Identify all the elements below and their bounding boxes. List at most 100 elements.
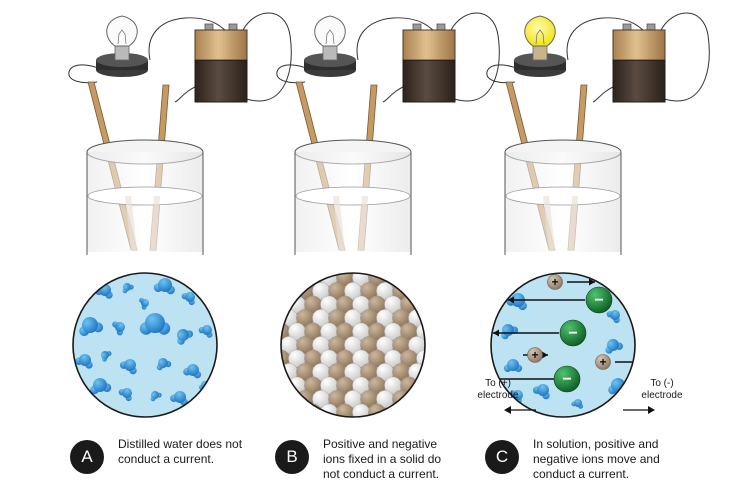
cation-sphere xyxy=(281,403,290,417)
oxygen-atom xyxy=(574,399,582,407)
anion-sphere xyxy=(384,403,402,417)
electrode-label-line: To (-) xyxy=(650,378,674,389)
cation-sphere xyxy=(264,417,281,434)
arrowhead xyxy=(508,296,514,304)
anion-sphere xyxy=(280,255,297,272)
water-molecule xyxy=(75,354,93,369)
battery-bottom xyxy=(612,59,666,103)
cation-sphere xyxy=(424,255,441,272)
cation-sphere xyxy=(392,417,409,434)
anion-sphere xyxy=(376,255,393,272)
water-molecule xyxy=(177,329,193,345)
anion-sphere xyxy=(440,255,457,272)
anion-sphere xyxy=(288,403,306,417)
oxygen-atom xyxy=(187,364,199,376)
minus-sign: − xyxy=(562,371,571,388)
anion-sphere xyxy=(248,363,265,380)
cation-sphere xyxy=(432,323,449,340)
water-molecule xyxy=(139,313,171,335)
cation-ion xyxy=(595,354,611,370)
cation-sphere xyxy=(432,377,449,394)
anion-sphere xyxy=(416,376,425,395)
anion-sphere xyxy=(448,323,465,340)
cation-sphere xyxy=(432,296,449,313)
anion-sphere xyxy=(448,296,465,313)
oxygen-atom xyxy=(158,278,172,292)
water-molecule xyxy=(605,339,623,354)
oxygen-atom xyxy=(151,391,159,399)
battery-terminal xyxy=(204,23,214,31)
battery-terminal xyxy=(412,23,422,31)
oxygen-atom xyxy=(79,354,91,366)
zoom-outline xyxy=(280,272,426,418)
anion-sphere xyxy=(256,269,273,286)
battery-terminal xyxy=(646,23,656,31)
cation-sphere xyxy=(264,255,281,272)
cation-sphere xyxy=(424,390,425,408)
cation-sphere xyxy=(281,376,290,395)
cation-sphere xyxy=(281,363,282,381)
cation-sphere xyxy=(296,255,313,272)
battery-top xyxy=(194,29,248,61)
cation-sphere xyxy=(304,403,322,417)
oxygen-atom xyxy=(610,310,620,320)
anion-sphere xyxy=(248,390,265,407)
battery-terminal xyxy=(622,23,632,31)
water-molecule xyxy=(76,395,93,407)
anion-ion xyxy=(585,286,613,314)
anion-sphere xyxy=(288,273,306,287)
oxygen-atom xyxy=(507,359,519,371)
plus-sign: + xyxy=(531,348,538,362)
anion-sphere xyxy=(248,282,265,299)
anion-sphere xyxy=(448,377,465,394)
caption-line: Positive and negative xyxy=(323,437,438,451)
electrode-submerged xyxy=(333,196,345,250)
anion-sphere xyxy=(440,390,457,407)
oxygen-atom xyxy=(145,313,165,333)
arrowhead xyxy=(639,359,645,366)
oxygen-atom xyxy=(185,292,195,302)
electrode-submerged xyxy=(568,196,578,250)
hydrogen-atom xyxy=(85,400,93,407)
water-molecule xyxy=(90,378,112,395)
water-molecule xyxy=(153,278,175,295)
caption-line: Distilled water does not xyxy=(118,437,243,451)
anion-sphere xyxy=(248,336,265,353)
anion-sphere xyxy=(416,403,425,417)
cation-ion xyxy=(547,274,563,290)
oxygen-atom xyxy=(177,329,189,341)
wire xyxy=(592,12,710,103)
water-molecule xyxy=(139,297,149,310)
wire xyxy=(68,64,104,84)
oxygen-atom xyxy=(82,317,98,333)
cation-sphere xyxy=(424,363,425,381)
oxygen-atom xyxy=(115,322,125,332)
water-molecule xyxy=(150,391,162,402)
anion-sphere xyxy=(312,255,329,272)
cation-ion xyxy=(527,347,543,363)
electrode-label-line: To (+) xyxy=(485,378,511,389)
caption-c-text: In solution, positive and negative ions … xyxy=(533,437,693,482)
bulb-icon xyxy=(314,15,346,47)
caption-line: In solution, positive and xyxy=(533,437,659,451)
caption-c: C In solution, positive and negative ion… xyxy=(485,436,685,490)
cation-sphere xyxy=(424,282,425,300)
arrowhead xyxy=(648,406,655,414)
bulb-socket xyxy=(532,45,548,61)
oxygen-atom xyxy=(607,339,619,351)
cation-sphere xyxy=(424,417,441,434)
anion-sphere xyxy=(352,403,370,417)
anion-sphere xyxy=(248,309,265,326)
battery-top xyxy=(402,29,456,61)
plus-sign: + xyxy=(551,275,558,289)
electrode-submerged xyxy=(543,196,555,250)
anion-sphere xyxy=(440,309,457,326)
cation-sphere xyxy=(432,404,449,421)
caption-line: conduct a current. xyxy=(533,467,630,481)
cation-sphere xyxy=(400,273,418,287)
anion-ion xyxy=(553,365,581,393)
anion-sphere xyxy=(448,350,465,367)
cation-sphere xyxy=(392,255,409,272)
battery-bottom xyxy=(194,59,248,103)
anion-sphere xyxy=(376,417,393,434)
